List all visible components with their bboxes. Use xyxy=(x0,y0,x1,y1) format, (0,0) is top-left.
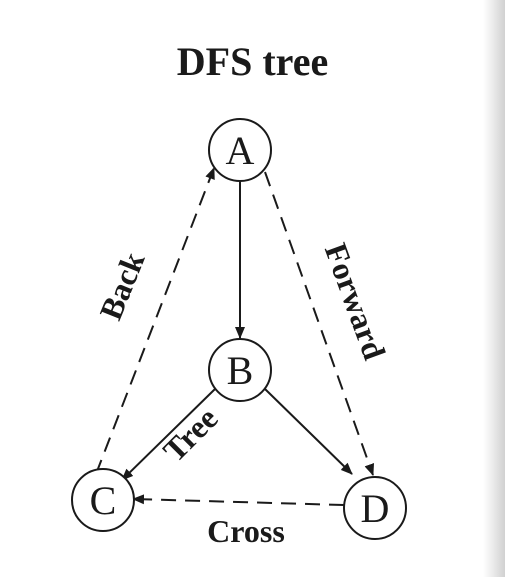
node-d-label: D xyxy=(361,486,390,531)
edge-c-a-back xyxy=(95,167,215,475)
node-a-label: A xyxy=(226,128,255,173)
diagram-title: DFS tree xyxy=(176,39,329,84)
edge-b-d xyxy=(264,388,353,475)
edge-label-forward: Forward xyxy=(318,238,393,364)
node-a: A xyxy=(208,118,272,182)
page-edge-shadow xyxy=(483,0,505,577)
edge-d-c-cross xyxy=(132,494,345,506)
edge-label-cross: Cross xyxy=(207,513,285,549)
edge-label-back: Back xyxy=(92,247,151,325)
edge-label-tree: Tree xyxy=(156,400,225,469)
node-b: B xyxy=(208,338,272,402)
node-d: D xyxy=(343,476,407,540)
edge-a-d-forward xyxy=(264,171,375,476)
edge-b-c xyxy=(121,388,216,481)
node-c-label: C xyxy=(90,478,117,523)
node-c: C xyxy=(71,468,135,532)
node-b-label: B xyxy=(227,348,254,393)
